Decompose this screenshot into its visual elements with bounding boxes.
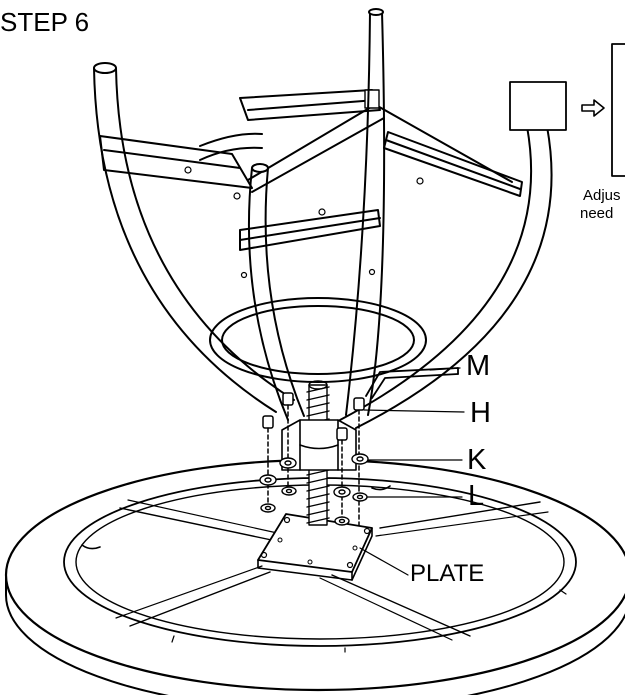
callout-label-l: L bbox=[468, 480, 485, 512]
right-arrow-icon bbox=[581, 99, 605, 117]
callout-label-h: H bbox=[470, 397, 491, 429]
table-legs bbox=[93, 8, 553, 429]
callout-label-m: M bbox=[466, 350, 491, 382]
middle-ring bbox=[209, 297, 427, 383]
callout-label-k: K bbox=[467, 444, 487, 476]
top-frame bbox=[99, 89, 523, 279]
detail-note-line-1: Adjus bbox=[583, 187, 621, 204]
detail-note-line-2: need bbox=[580, 205, 614, 222]
bolts bbox=[262, 392, 365, 526]
callout-label-plate: PLATE bbox=[410, 560, 485, 587]
mounting-plate bbox=[257, 513, 373, 581]
step-title: STEP 6 bbox=[0, 7, 90, 37]
detail-inset bbox=[509, 43, 625, 177]
leader-lines bbox=[359, 367, 465, 576]
washers bbox=[259, 453, 369, 526]
